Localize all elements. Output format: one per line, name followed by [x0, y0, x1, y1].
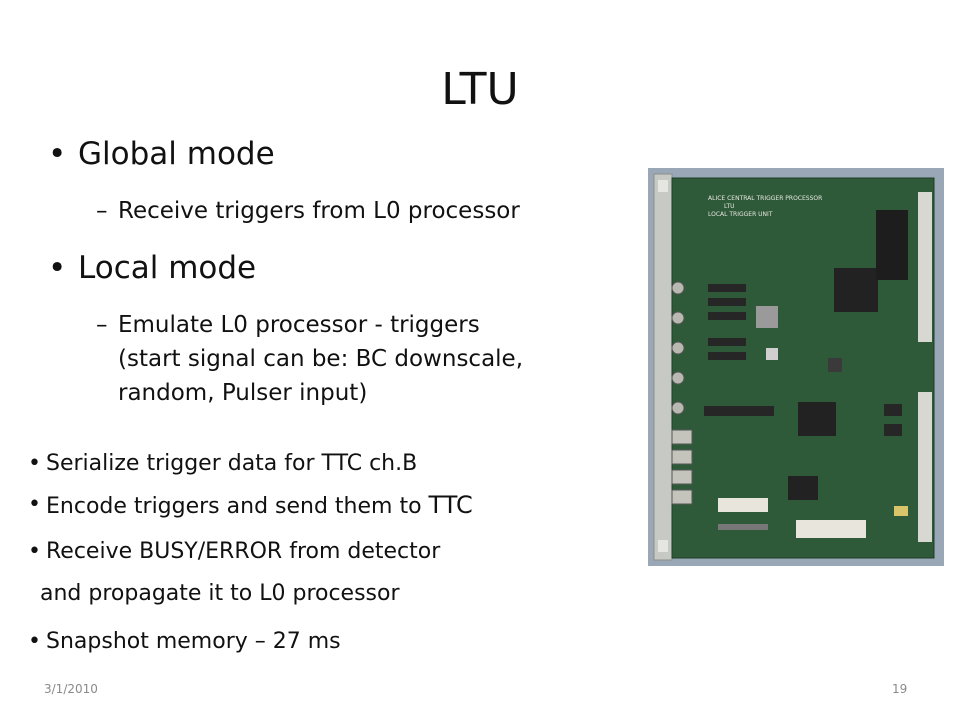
- bullet-text-prefix: Encode triggers and send them to: [46, 494, 429, 519]
- bullet-dot: •: [28, 539, 41, 564]
- footer-date: 3/1/2010: [44, 682, 98, 696]
- ltu-board-photo: ALICE CENTRAL TRIGGER PROCESSOR LTU LOCA…: [648, 168, 944, 566]
- bullet-dot: •: [48, 250, 67, 286]
- sub-bullet-text: Receive triggers from L0 processor: [118, 198, 520, 224]
- bullet-text: Serialize trigger data for TTC ch.B: [46, 451, 418, 476]
- backplane-connectors: [918, 192, 932, 542]
- sub-bullet-line: (start signal can be: BC downscale,: [118, 346, 524, 372]
- bullet-text-ttc: TTC: [428, 491, 473, 519]
- panel-screw: [658, 180, 668, 192]
- lemo-connectors: [671, 281, 685, 415]
- barcode: [718, 524, 768, 530]
- bullet-text: Local mode: [78, 250, 257, 286]
- bullet-text: Snapshot memory – 27 ms: [46, 629, 341, 654]
- white-label: [796, 520, 866, 538]
- chips: [756, 210, 908, 500]
- bullet-dot: •: [28, 451, 41, 476]
- bullet-dot: •: [28, 629, 41, 654]
- board-label-line: ALICE CENTRAL TRIGGER PROCESSOR: [708, 195, 822, 202]
- sub-bullet-text: Emulate L0 processor - triggers (start s…: [118, 308, 523, 410]
- capacitor: [894, 506, 908, 516]
- sub-bullet-line: random, Pulser input): [118, 380, 368, 406]
- small-bullet-busy-continuation: and propagate it to L0 processor: [40, 581, 400, 606]
- chip-rows: [704, 284, 902, 436]
- sub-bullet-dash: –: [96, 312, 108, 338]
- lemo-sockets: [671, 429, 693, 505]
- front-panel: [653, 173, 673, 561]
- sub-bullet-line: Emulate L0 processor - triggers: [118, 312, 480, 338]
- board-label-line: LTU: [724, 203, 735, 210]
- bullet-text: Encode triggers and send them to TTC: [46, 489, 473, 523]
- board-label-line: LOCAL TRIGGER UNIT: [708, 211, 773, 218]
- bullet-dot: •: [48, 136, 67, 172]
- bullet-text: Global mode: [78, 136, 275, 172]
- sub-bullet-dash: –: [96, 198, 108, 224]
- bullet-dot: •: [28, 492, 41, 517]
- bullet-text: Receive BUSY/ERROR from detector: [46, 539, 441, 564]
- slide-title: LTU: [441, 64, 519, 115]
- footer-page-number: 19: [892, 682, 908, 696]
- panel-screw: [658, 540, 668, 552]
- silkscreen-label-plate: [718, 498, 768, 512]
